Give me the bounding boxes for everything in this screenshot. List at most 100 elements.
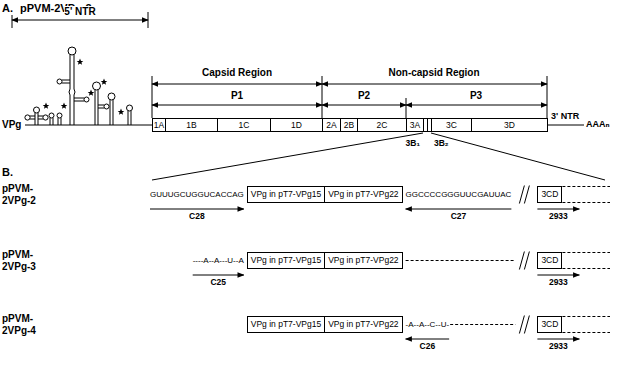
segment-label: 3B₁ bbox=[406, 139, 420, 149]
star-marker bbox=[77, 59, 84, 65]
protein-box: 3CD bbox=[537, 316, 562, 333]
box-text: VPg in pT7-VPg15 bbox=[248, 317, 324, 332]
gene-segment: 1B bbox=[165, 118, 218, 132]
primer-label: C27 bbox=[451, 212, 467, 222]
dashed-extension bbox=[562, 186, 610, 187]
star-marker bbox=[118, 109, 125, 115]
box-text: 2C bbox=[358, 119, 406, 131]
break-mark bbox=[519, 316, 524, 334]
gene-segment: 1D bbox=[270, 118, 323, 132]
insert-box: VPg in pT7-VPg15 bbox=[247, 252, 325, 269]
region-arrow bbox=[322, 76, 323, 118]
region-label: P1 bbox=[231, 90, 243, 102]
gene-segment: 3D bbox=[471, 118, 548, 132]
region-label: 3' NTR bbox=[551, 111, 579, 121]
box-text: 2B bbox=[341, 119, 357, 131]
primer-arrow bbox=[537, 209, 579, 210]
construct-name: pPVM-2VPg-4 bbox=[2, 313, 46, 336]
protein-box: 3CD bbox=[537, 186, 562, 203]
region-arrow bbox=[322, 84, 547, 85]
rna-structure bbox=[108, 93, 115, 100]
rna-structure bbox=[58, 118, 61, 125]
box-text: 1C bbox=[218, 119, 270, 131]
insert-box: VPg in pT7-VPg15 bbox=[247, 316, 325, 333]
primer-arrow bbox=[193, 275, 244, 276]
region-arrow bbox=[152, 84, 322, 85]
rna-structure bbox=[34, 107, 40, 113]
star-marker bbox=[43, 103, 50, 109]
star-marker bbox=[43, 59, 125, 115]
region-arrow bbox=[152, 76, 547, 118]
gene-segment: 2C bbox=[357, 118, 407, 132]
region-label: Non-capsid Region bbox=[388, 67, 479, 79]
insert-box: VPg in pT7-VPg22 bbox=[324, 252, 402, 269]
rna-structure bbox=[35, 113, 38, 125]
dashed-extension bbox=[562, 332, 610, 333]
rna-structure bbox=[50, 118, 53, 125]
box-text: 3C bbox=[432, 119, 471, 131]
panel-letter: B. bbox=[2, 166, 13, 179]
expansion-line bbox=[152, 133, 605, 180]
rna-structure bbox=[30, 116, 35, 119]
box-text: VPg in pT7-VPg15 bbox=[248, 253, 324, 268]
gene-segment: 2B bbox=[340, 118, 358, 132]
gene-segment: 3C bbox=[431, 118, 472, 132]
rna-structure bbox=[43, 115, 48, 120]
box-text: 1B bbox=[166, 119, 217, 131]
primer-label: 2933 bbox=[549, 212, 568, 222]
rna-structure bbox=[74, 98, 84, 101]
break-mark bbox=[519, 186, 524, 204]
primer-label: C25 bbox=[210, 278, 226, 288]
sequence-dash bbox=[450, 324, 515, 325]
box-text: VPg in pT7-VPg15 bbox=[248, 187, 324, 202]
ntr-arrow bbox=[148, 12, 149, 28]
panel-letter: A. bbox=[2, 2, 13, 15]
primer-arrow bbox=[406, 339, 450, 340]
dashed-extension bbox=[562, 252, 610, 253]
star-marker bbox=[61, 103, 68, 109]
region-arrow bbox=[152, 76, 153, 118]
gene-segment: 1A bbox=[152, 118, 166, 132]
primer-arrow bbox=[150, 209, 244, 210]
box-text: 3A bbox=[407, 119, 423, 131]
rna-structure bbox=[57, 113, 62, 118]
box-text: 3D bbox=[472, 119, 547, 131]
rna-structure bbox=[93, 82, 101, 90]
box-text: VPg in pT7-VPg22 bbox=[325, 187, 401, 202]
rna-structure bbox=[84, 97, 89, 102]
region-arrow bbox=[152, 105, 322, 106]
construct-name: pPVM-2VPg-2 bbox=[2, 183, 46, 206]
insert-box: VPg in pT7-VPg22 bbox=[324, 316, 402, 333]
star-marker bbox=[101, 79, 108, 85]
rna-structure bbox=[104, 104, 109, 109]
region-label: 5' NTR bbox=[64, 6, 95, 18]
rna-structure bbox=[110, 100, 113, 125]
insert-box: VPg in pT7-VPg22 bbox=[324, 186, 402, 203]
rna-structure bbox=[95, 90, 98, 125]
break-mark bbox=[524, 316, 529, 334]
sequence-text: ----A--A---U--A bbox=[193, 256, 244, 265]
dashed-extension bbox=[562, 202, 610, 203]
box-text: 2A bbox=[323, 119, 340, 131]
region-arrow bbox=[322, 105, 406, 106]
genome-line bbox=[547, 125, 584, 126]
break-mark bbox=[524, 186, 529, 204]
ntr-arrow bbox=[12, 20, 148, 21]
region-arrow bbox=[547, 76, 548, 118]
rna-structure bbox=[62, 80, 70, 83]
protein-box: 3CD bbox=[537, 252, 562, 269]
box-text: 3CD bbox=[538, 187, 561, 202]
rna-structure bbox=[127, 105, 133, 111]
region-label: Capsid Region bbox=[202, 67, 272, 79]
rna-structure bbox=[49, 113, 54, 118]
region-label: P2 bbox=[358, 90, 370, 102]
rna-structure bbox=[98, 105, 104, 108]
sequence-text: GUUUGCUGGUCACCAG bbox=[150, 190, 244, 199]
box-text: 1D bbox=[271, 119, 322, 131]
segment-label: 3B₂ bbox=[434, 139, 449, 149]
box-text: 1A bbox=[153, 119, 165, 131]
star-marker bbox=[88, 90, 95, 96]
box-text: 3CD bbox=[538, 317, 561, 332]
region-arrow bbox=[406, 98, 407, 118]
rna-structure bbox=[25, 47, 152, 125]
